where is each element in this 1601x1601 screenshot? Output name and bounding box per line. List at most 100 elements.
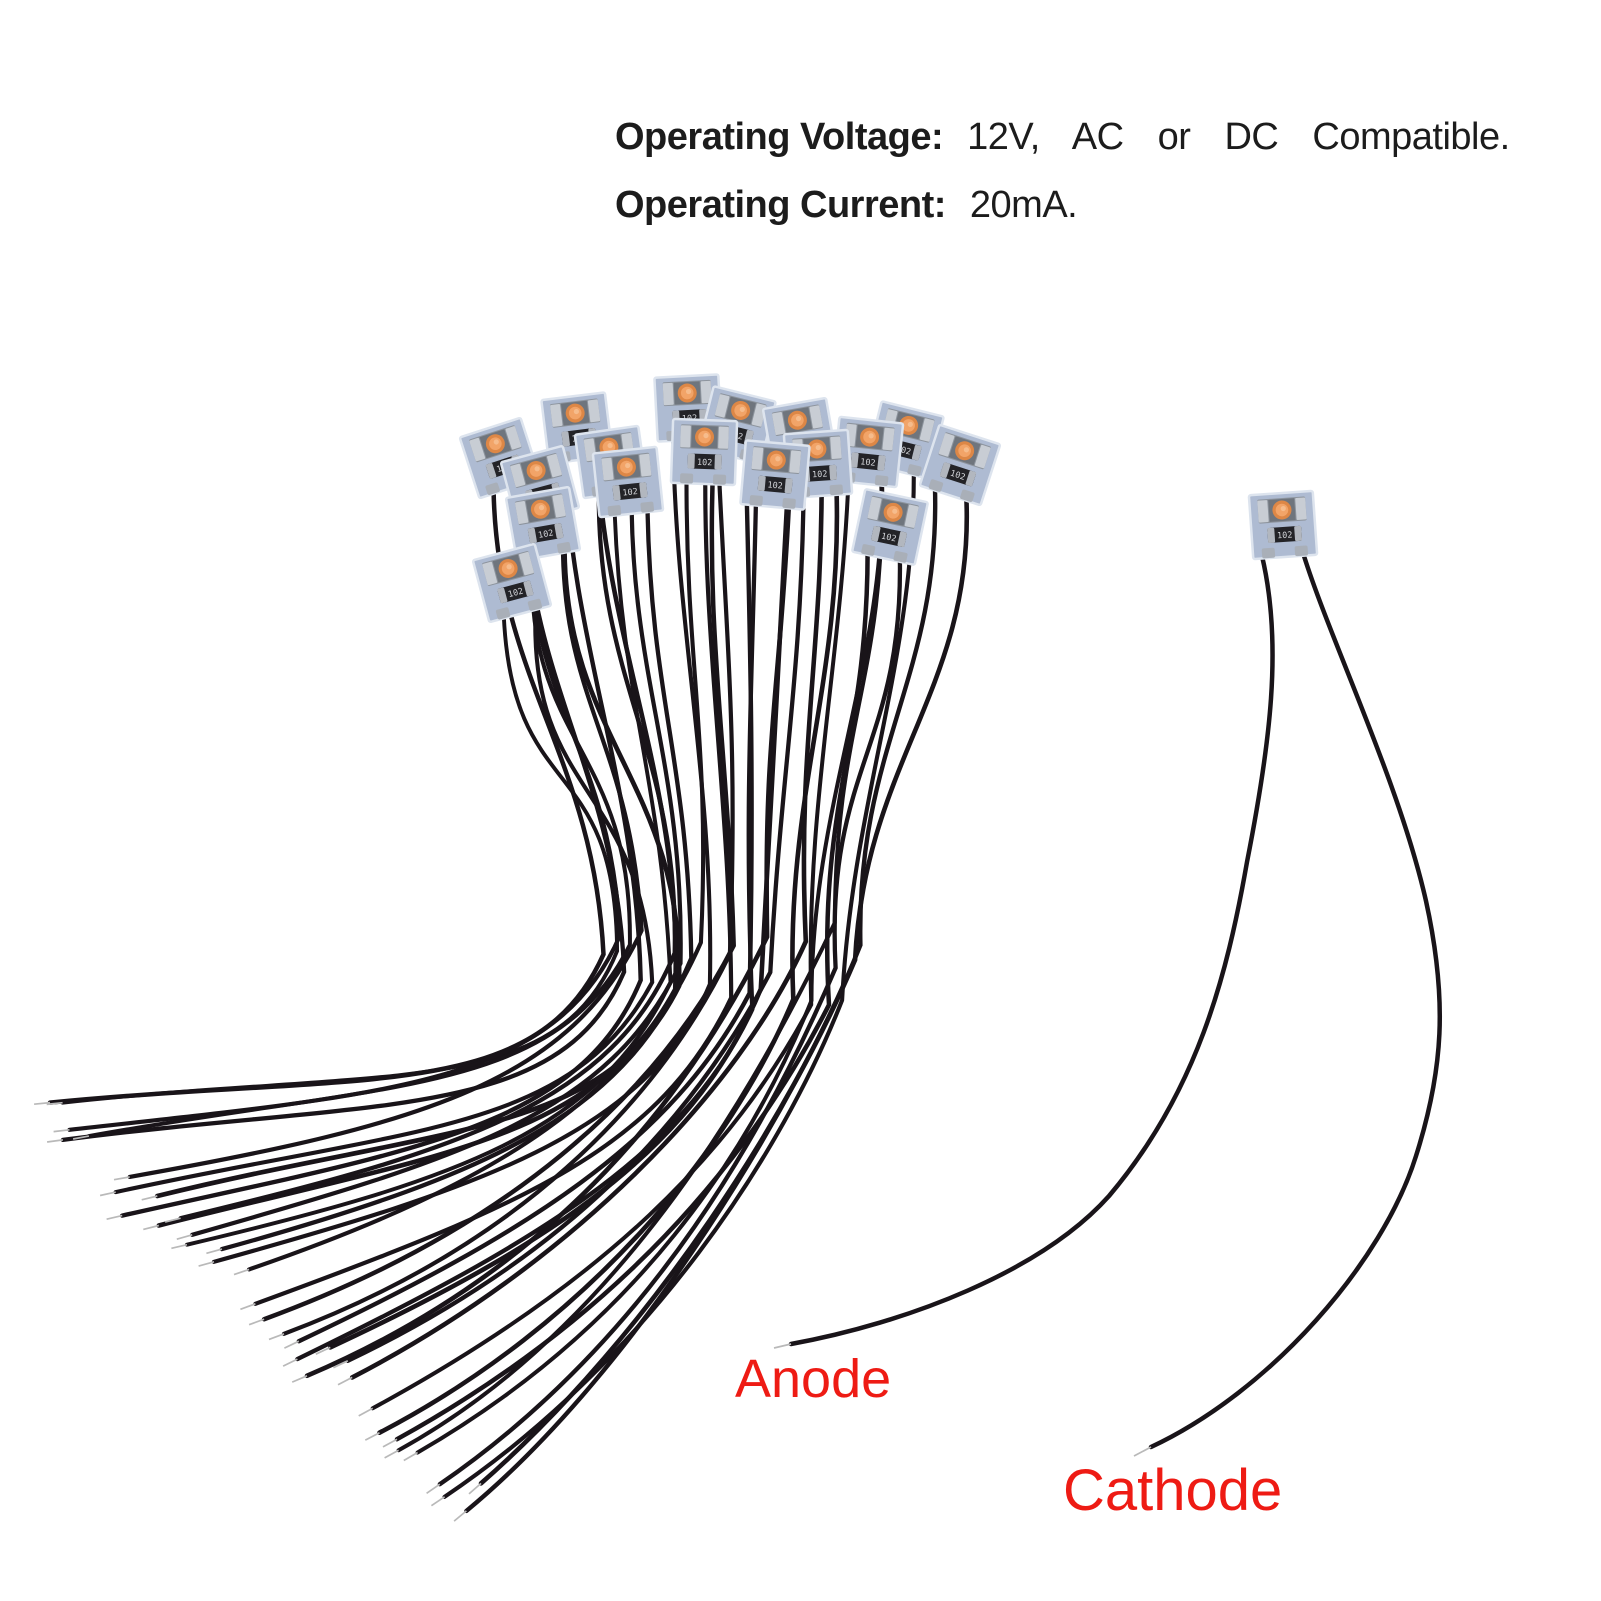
led-tab-right (830, 436, 842, 459)
led-module: 102 (851, 488, 929, 566)
led-tab-right (718, 426, 729, 449)
solder-pad-left (1261, 547, 1276, 559)
resistor-marking: 102 (812, 469, 828, 480)
led-dome-highlight (573, 408, 579, 415)
wire-tip (233, 1268, 250, 1276)
led-tab-left (550, 404, 563, 427)
led-tab-left (938, 433, 955, 457)
wire-tip (284, 1340, 300, 1349)
cathode-label: Cathode (1063, 1458, 1283, 1523)
led-module: 102 (669, 417, 739, 487)
wire-tip (403, 1451, 419, 1462)
wire-tip (248, 1318, 265, 1326)
solder-pad-right (782, 497, 796, 509)
wire-tip (333, 1360, 349, 1369)
solder-pad-left (485, 482, 500, 496)
wire (788, 553, 1275, 1347)
led-tab-right (505, 426, 522, 450)
led-dome-highlight (892, 508, 898, 514)
resistor-cap-right (965, 470, 977, 487)
led-dome-highlight (534, 466, 540, 472)
resistor-cap-right (877, 455, 886, 471)
resistor-cap-left (757, 475, 766, 492)
solder-pad-left (679, 473, 694, 484)
led-dome-highlight (795, 416, 802, 422)
wire-tip (426, 1483, 441, 1494)
wire-tip (1133, 1446, 1152, 1457)
led-tab-left (510, 463, 526, 488)
wire-tip (99, 1191, 116, 1197)
resistor-marking: 102 (622, 487, 638, 499)
wire (86, 554, 632, 1139)
wire (113, 605, 655, 1195)
spec-current-label: Operating Current: (615, 184, 946, 226)
wire (349, 459, 824, 1380)
led-dome-highlight (907, 421, 913, 428)
spec-voltage-label: Operating Voltage: (615, 116, 944, 158)
solder-pad-right (527, 598, 543, 611)
wire (437, 557, 903, 1487)
wire (190, 487, 683, 1237)
led-module: 102 (918, 423, 1002, 507)
led-module: 102 (739, 439, 811, 511)
wire-tip (171, 1243, 188, 1250)
resistor-marking: 102 (880, 531, 897, 544)
solder-pad-left (607, 505, 622, 517)
led-tab-right (904, 504, 919, 528)
resistor-body (1267, 525, 1303, 543)
led-tab-left (601, 457, 614, 481)
resistor-cap-left (939, 462, 951, 478)
resistor-marking: 102 (1277, 530, 1293, 541)
resistor-cap-left (850, 452, 859, 468)
led-dome-highlight (493, 439, 499, 445)
wire-tip (364, 1431, 380, 1441)
resistor-cap-left (687, 453, 695, 469)
solder-pad-right (829, 484, 844, 496)
spec-voltage-value: 12V, AC or DC Compatible. (967, 116, 1510, 158)
solder-pad-right (1294, 545, 1309, 557)
resistor-cap-left (485, 463, 497, 479)
led-tab-left (867, 496, 882, 520)
led-dome-highlight (625, 462, 631, 469)
led-module: 102 (1247, 489, 1319, 561)
led-dome-highlight (506, 564, 512, 570)
wire (396, 481, 884, 1453)
resistor-marking: 102 (767, 480, 783, 491)
resistor-cap-right (639, 482, 648, 498)
wire-tip (315, 1346, 331, 1355)
resistor-body (850, 452, 886, 471)
led-dome-highlight (607, 442, 613, 449)
solder-pad-right (893, 550, 908, 563)
led-tab-right (700, 380, 712, 404)
led-tab-left (680, 425, 691, 448)
solder-pad-left (861, 544, 876, 556)
wire-tip (282, 1358, 298, 1367)
led-module-cluster: 1021021021021021021021021021021021021021… (458, 373, 1002, 623)
led-dome-highlight (963, 447, 969, 453)
wire (415, 463, 885, 1455)
led-dome-highlight (703, 433, 709, 439)
led-tab-right (552, 494, 566, 518)
led-tab-left (482, 561, 498, 586)
led-module: 102 (472, 543, 552, 623)
solder-pad-right (556, 541, 571, 554)
resistor-cap-right (784, 478, 793, 494)
resistor-cap-right (523, 580, 534, 597)
resistor-body (871, 526, 907, 547)
resistor-body (757, 475, 793, 494)
wire-tip (337, 1376, 353, 1386)
led-tab-left (662, 382, 674, 406)
resistor-marking: 102 (949, 469, 967, 483)
led-tab-right (789, 450, 802, 474)
solder-pad-right (874, 475, 889, 487)
resistor-cap-right (554, 523, 564, 539)
led-dome-highlight (775, 456, 781, 462)
resistor-body (802, 464, 838, 482)
led-tab-left (751, 447, 764, 470)
wire-tip (106, 1214, 123, 1221)
wire-tip (198, 1260, 215, 1267)
wire (185, 511, 673, 1247)
resistor-cap-left (1267, 527, 1276, 543)
